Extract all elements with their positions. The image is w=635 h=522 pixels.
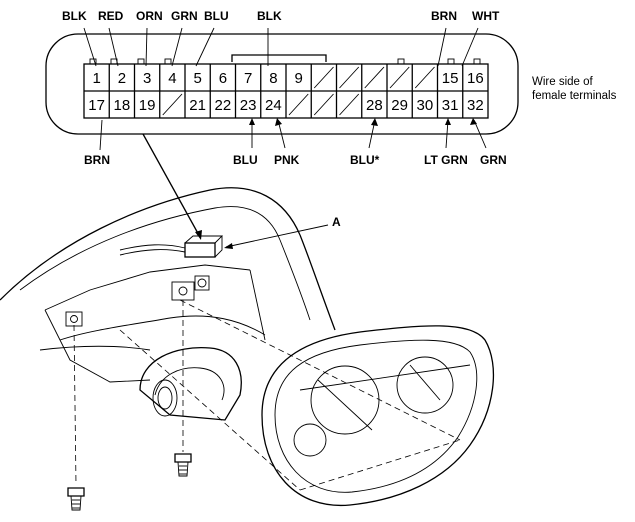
empty-terminal-slash (313, 66, 334, 89)
connector-unit (119, 235, 224, 258)
gauge-assembly (261, 325, 495, 507)
terminal-number: 24 (265, 97, 282, 114)
callout-a-line (224, 224, 329, 249)
wire-label-b31: LT GRN (424, 153, 468, 167)
terminal-number: 2 (118, 70, 126, 87)
empty-terminal-slash (162, 93, 183, 116)
wire-label-b17: BRN (84, 153, 110, 167)
wire-label-t2: RED (98, 9, 124, 23)
wire-label-t8: BLK (257, 9, 282, 23)
terminal-number: 28 (366, 97, 383, 114)
empty-terminal-slash (414, 66, 435, 89)
terminal-number: 5 (193, 70, 201, 87)
terminal-number: 19 (139, 97, 156, 114)
terminal-number: 7 (244, 70, 252, 87)
terminal-number: 17 (88, 97, 105, 114)
wire-label-b24: PNK (274, 153, 300, 167)
empty-terminal-slash (339, 66, 360, 89)
wire-label-t4: GRN (171, 9, 198, 23)
terminal-number: 23 (240, 97, 257, 114)
note-line-2: female terminals (532, 90, 617, 102)
bottom-leader-lines (99, 118, 487, 151)
empty-terminal-slash (364, 66, 385, 89)
wire-label-b28: BLU* (350, 153, 380, 167)
callout-a-label: A (332, 215, 341, 229)
empty-terminal-slash (339, 93, 360, 116)
connector-bottom-row: 17 18 19 21 22 23 24 28 29 30 31 32 (88, 91, 484, 118)
terminal-number: 18 (114, 97, 131, 114)
terminal-number: 32 (467, 97, 484, 114)
terminal-number: 16 (467, 70, 484, 87)
terminal-number: 3 (143, 70, 151, 87)
terminal-number: 29 (391, 97, 408, 114)
terminal-number: 30 (417, 97, 434, 114)
top-leader-lines (83, 27, 479, 67)
terminal-number: 9 (294, 70, 302, 87)
terminal-number: 21 (189, 97, 206, 114)
terminal-number: 1 (92, 70, 100, 87)
steering-column-cover (139, 346, 242, 421)
wire-label-t5: BLU (204, 9, 229, 23)
terminal-number: 15 (442, 70, 459, 87)
wire-label-b32: GRN (480, 153, 507, 167)
wire-label-t3: ORN (136, 9, 163, 23)
mounting-brackets (65, 275, 210, 327)
empty-terminal-slash (313, 93, 334, 116)
dashboard-panel (0, 187, 336, 383)
wire-label-t15: BRN (431, 9, 457, 23)
screw-left (67, 487, 85, 511)
terminal-number: 31 (442, 97, 459, 114)
connector-locator-line (142, 133, 202, 240)
mounting-guide-lines (73, 299, 461, 491)
note-line-1: Wire side of (532, 76, 594, 88)
empty-terminal-slash (288, 93, 309, 116)
terminal-number: 22 (215, 97, 232, 114)
wire-label-t1: BLK (62, 9, 87, 23)
wire-label-t16: WHT (472, 9, 500, 23)
terminal-number: 6 (219, 70, 227, 87)
terminal-number: 4 (168, 70, 176, 87)
wire-label-b23: BLU (233, 153, 258, 167)
screw-center (174, 453, 192, 477)
terminal-number: 8 (269, 70, 277, 87)
empty-terminal-slash (389, 66, 410, 89)
